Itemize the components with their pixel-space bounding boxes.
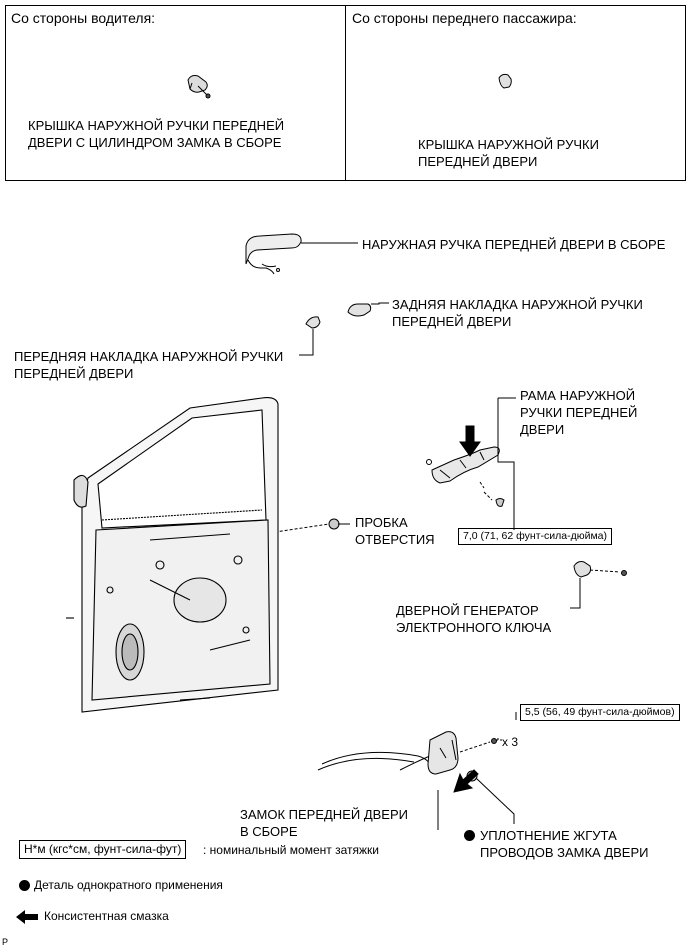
rear-pad-label-line1: ЗАДНЯЯ НАКЛАДКА НАРУЖНОЙ РУЧКИ [392,297,643,312]
seal-non-reusable-icon [464,830,475,841]
rear-pad-label-line2: ПЕРЕДНЕЙ ДВЕРИ [392,314,512,329]
driver-side-heading: Со стороны водителя: [11,10,156,26]
handle-frame-label-line1: РАМА НАРУЖНОЙ [520,388,636,403]
door-frame-part [66,397,279,713]
driver-cover-label-line1: КРЫШКА НАРУЖНОЙ РУЧКИ ПЕРЕДНЕЙ [28,118,285,133]
driver-side-panel [5,5,347,181]
key-oscillator-label-line1: ДВЕРНОЙ ГЕНЕРАТОР [396,603,539,618]
door-lock-label-line2: В СБОРЕ [240,824,298,839]
door-lock-torque: 5,5 (56, 49 фунт-сила-дюймов) [520,704,680,721]
legend-non-reusable-icon [19,880,30,891]
legend-grease-text: Консистентная смазка [44,909,169,923]
outside-handle-part [245,233,302,275]
legend-torque-box: Н*м (кгс*см, фунт-сила-фут) [19,840,187,859]
handle-frame-label-line2: РУЧКИ ПЕРЕДНЕЙ [520,405,638,420]
passenger-cover-label-line1: КРЫШКА НАРУЖНОЙ РУЧКИ [418,137,599,152]
handle-frame-torque: 7,0 (71, 62 фунт-сила-дюйма) [458,528,612,545]
hole-plug-label-line1: ПРОБКА [355,515,408,530]
harness-seal-label-line1: УПЛОТНЕНИЕ ЖГУТА [480,828,617,843]
legend-grease-arrow-icon [16,910,38,924]
legend-non-reusable-text: Деталь однократного применения [34,878,223,892]
door-lock-label-line1: ЗАМОК ПЕРЕДНЕЙ ДВЕРИ [240,807,408,822]
passenger-side-heading: Со стороны переднего пассажира: [352,10,577,26]
passenger-cover-label-line2: ПЕРЕДНЕЙ ДВЕРИ [418,154,538,169]
passenger-side-panel [345,5,686,181]
front-pad-label-line1: ПЕРЕДНЯЯ НАКЛАДКА НАРУЖНОЙ РУЧКИ [14,349,284,364]
handle-frame-label-line3: ДВЕРИ [520,422,565,437]
legend-torque-desc: : номинальный момент затяжки [203,843,379,857]
front-pad-label-line2: ПЕРЕДНЕЙ ДВЕРИ [14,366,134,381]
driver-cover-label-line2: ДВЕРИ С ЦИЛИНДРОМ ЗАМКА В СБОРЕ [28,135,282,150]
outside-handle-assy-label: НАРУЖНАЯ РУЧКА ПЕРЕДНЕЙ ДВЕРИ В СБОРЕ [362,237,666,252]
handle-frame-part [426,446,505,507]
corner-mark: P [2,937,9,947]
screw-count: x 3 [502,735,519,749]
key-oscillator-label-line2: ЭЛЕКТРОННОГО КЛЮЧА [396,620,552,635]
harness-seal-label-line2: ПРОВОДОВ ЗАМКА ДВЕРИ [480,845,649,860]
hole-plug-label-line2: ОТВЕРСТИЯ [355,532,435,547]
